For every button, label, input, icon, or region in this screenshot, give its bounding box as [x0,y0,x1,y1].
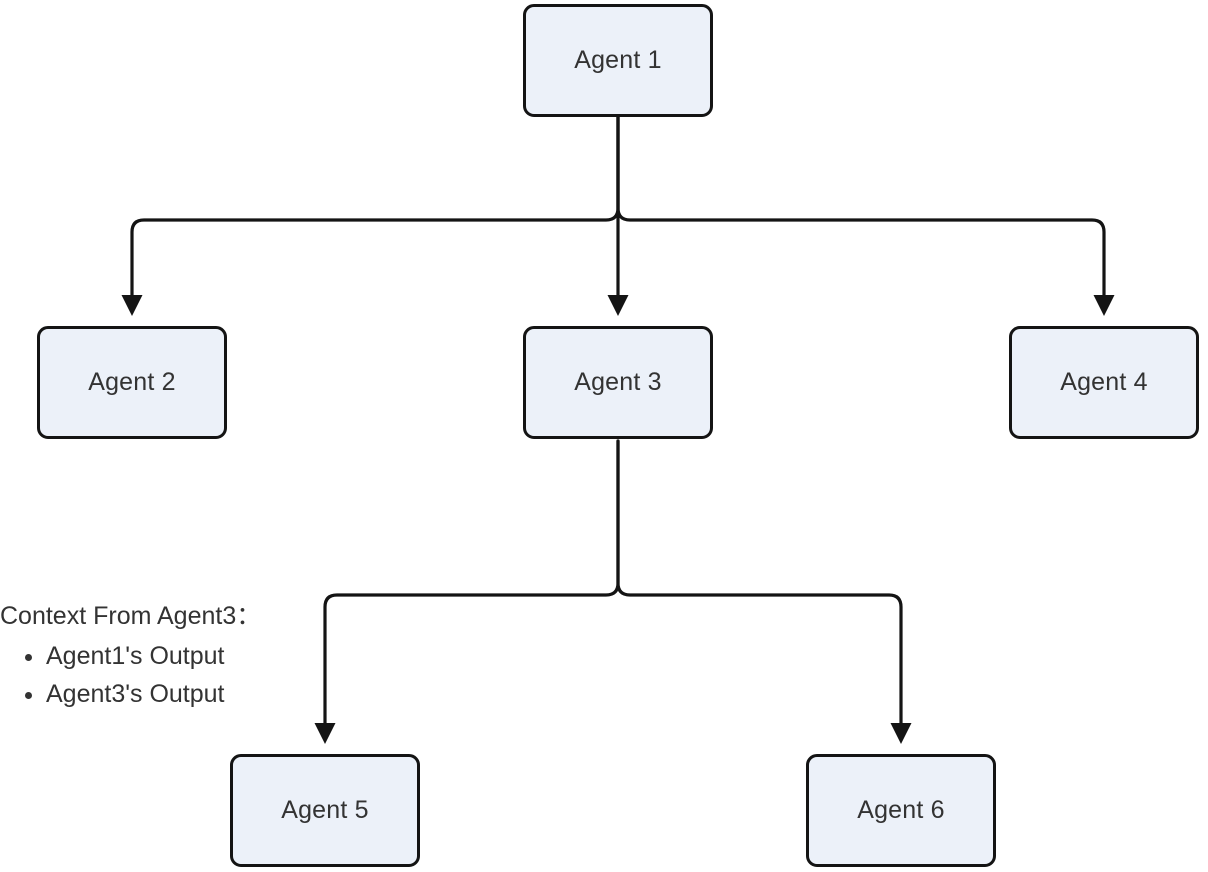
node-agent-3: Agent 3 [523,326,713,439]
edge-agent1-agent4 [616,115,1106,300]
arrowhead-agent4-icon [1093,295,1115,316]
arrowhead-agent6-icon [890,723,912,744]
node-agent-4-label: Agent 4 [1060,368,1148,396]
node-agent-5: Agent 5 [230,754,420,867]
context-annotation-title: Context From Agent3： [0,602,262,630]
node-agent-4: Agent 4 [1009,326,1199,439]
arrowhead-agent2-icon [121,295,143,316]
context-annotation: Context From Agent3： Agent1's Output Age… [0,597,261,713]
context-annotation-item: Agent3's Output [46,675,261,713]
node-agent-2: Agent 2 [37,326,227,439]
edge-agent3-agent6 [616,439,903,728]
arrowhead-agent3-icon [607,295,629,316]
edge-agent1-agent2 [130,115,620,300]
context-annotation-list: Agent1's Output Agent3's Output [0,637,261,713]
node-agent-2-label: Agent 2 [88,368,176,396]
node-agent-1: Agent 1 [523,4,713,117]
arrowhead-agent5-icon [314,723,336,744]
context-annotation-item: Agent1's Output [46,637,261,675]
node-agent-3-label: Agent 3 [574,368,662,396]
node-agent-6: Agent 6 [806,754,996,867]
node-agent-6-label: Agent 6 [857,796,945,824]
node-agent-5-label: Agent 5 [281,796,369,824]
node-agent-1-label: Agent 1 [574,46,662,74]
edge-agent3-agent5 [323,439,620,728]
